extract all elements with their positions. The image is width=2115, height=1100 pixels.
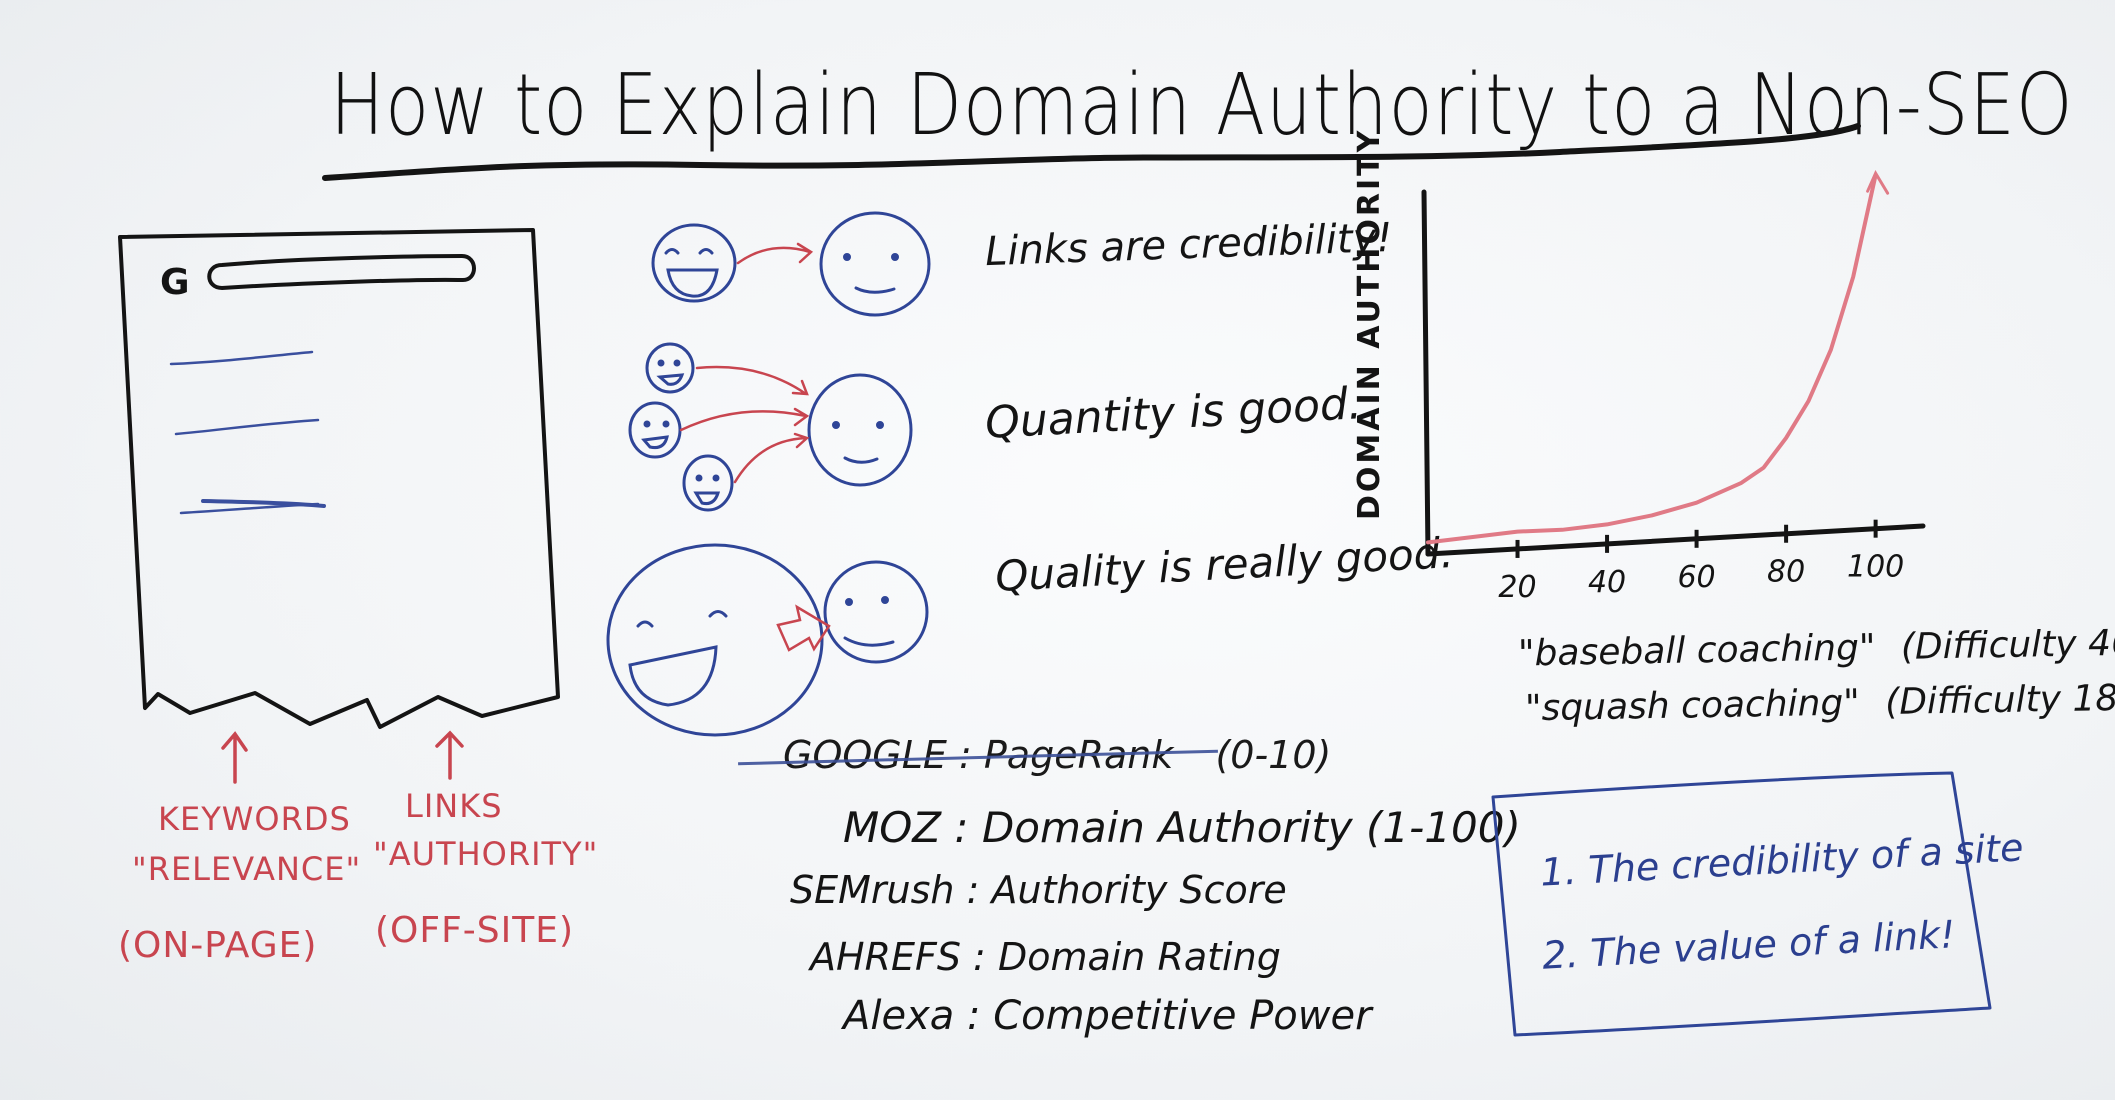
x-tick-label: 40 <box>1588 565 1626 600</box>
search-bar <box>207 253 476 291</box>
curve-arrowhead <box>1866 169 1890 195</box>
metric-name: Domain Authority <box>981 803 1353 852</box>
x-tick-label: 80 <box>1767 555 1805 590</box>
smiley-link-icon <box>651 211 931 317</box>
domain-authority-chart: 20 40 60 80 100 <box>1421 169 1926 605</box>
page-title: How to Explain Domain Authority to a Non… <box>330 55 2074 155</box>
metric-provider: GOOGLE : PageRank <box>783 733 1174 777</box>
metric-provider: MOZ <box>843 803 942 852</box>
x-tick-label: 100 <box>1847 550 1904 585</box>
metric-provider: AHREFS <box>810 935 961 979</box>
links-label: LINKS <box>405 787 503 825</box>
big-smiley-link-icon <box>606 543 929 737</box>
metric-provider: Alexa <box>843 993 955 1039</box>
metric-row-google: GOOGLE : PageRank (0-10) <box>783 733 1331 777</box>
search-logo: G <box>160 262 190 303</box>
x-axis <box>1425 523 1926 557</box>
metric-name: Competitive Power <box>993 993 1372 1039</box>
metric-row-semrush: SEMrush : Authority Score <box>790 868 1287 912</box>
relevance-label: "RELEVANCE" <box>132 850 362 888</box>
metric-range: (0-10) <box>1215 733 1332 777</box>
metric-row-alexa: Alexa : Competitive Power <box>843 993 1372 1039</box>
multiple-smiley-links-icon <box>628 342 913 512</box>
keyword-example-baseball: "baseball coaching" (Difficulty 46) <box>1517 622 2115 675</box>
data-curve <box>1426 173 1878 545</box>
metric-provider: SEMrush <box>790 868 955 912</box>
caption-quantity: Quantity is good. <box>983 378 1364 449</box>
off-site-label: (OFF-SITE) <box>375 910 575 951</box>
metric-name: Domain Rating <box>997 935 1281 979</box>
summary-box <box>1491 771 1992 1037</box>
on-page-label: (ON-PAGE) <box>118 925 318 966</box>
metric-row-moz: MOZ : Domain Authority (1-100) <box>843 803 1521 852</box>
metric-row-ahrefs: AHREFS : Domain Rating <box>810 935 1281 979</box>
caption-links-credibility: Links are credibility! <box>984 214 1394 276</box>
metric-name: Authority Score <box>991 868 1287 912</box>
authority-label: "AUTHORITY" <box>373 835 599 873</box>
x-tick-label: 60 <box>1677 560 1715 595</box>
x-tick-label: 20 <box>1498 570 1536 605</box>
keyword-example-squash: "squash coaching" (Difficulty 18) <box>1524 677 2115 730</box>
keywords-label: KEYWORDS <box>158 800 351 838</box>
y-axis <box>1421 189 1431 557</box>
